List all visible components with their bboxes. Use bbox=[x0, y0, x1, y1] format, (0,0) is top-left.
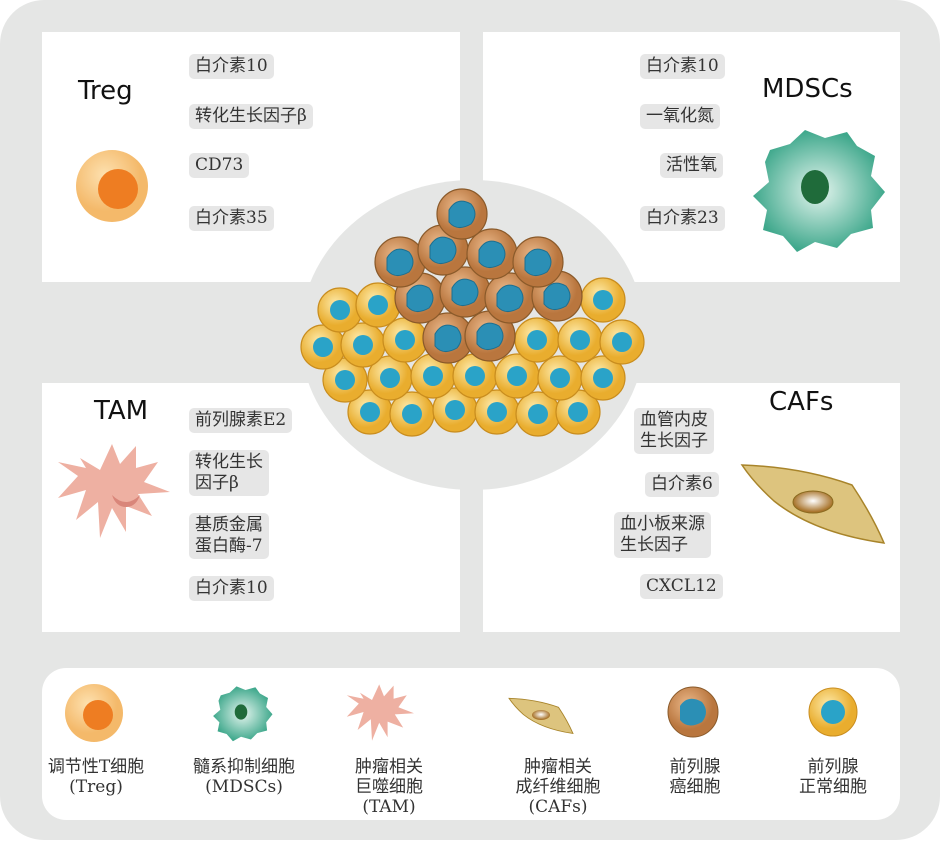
normal-cell bbox=[514, 317, 560, 363]
legend-panel bbox=[42, 668, 900, 820]
mdscs-tag: 活性氧 bbox=[660, 153, 723, 178]
cancer-cell bbox=[439, 266, 491, 318]
normal-cell-nucleus bbox=[527, 330, 547, 350]
cancer-cell-nucleus bbox=[496, 284, 524, 312]
normal-cell-nucleus bbox=[335, 370, 355, 390]
normal-cell bbox=[537, 355, 583, 401]
cafs-tag: 白介素6 bbox=[645, 472, 719, 497]
legend-treg-icon bbox=[65, 684, 123, 742]
normal-cell bbox=[382, 317, 428, 363]
normal-cell bbox=[580, 355, 626, 401]
normal-cell-nucleus bbox=[360, 402, 380, 422]
cancer-cell-nucleus bbox=[448, 200, 476, 228]
mdscs-tag: 一氧化氮 bbox=[640, 104, 720, 129]
cafs-tag: 血小板来源 生长因子 bbox=[614, 512, 711, 558]
legend-label: 肿瘤相关 成纤维细胞 (CAFs) bbox=[515, 757, 601, 817]
cafs-title: CAFs bbox=[769, 387, 834, 417]
normal-cell-nucleus bbox=[465, 366, 485, 386]
normal-cell-nucleus bbox=[487, 402, 507, 422]
legend-label: 前列腺 癌细胞 bbox=[669, 757, 721, 797]
cafs-tag: CXCL12 bbox=[640, 574, 723, 599]
mdscs-title: MDSCs bbox=[762, 74, 853, 104]
cancer-cell-nucleus bbox=[434, 324, 462, 352]
cancer-cell bbox=[374, 236, 426, 288]
cafs-tag: 血管内皮 生长因子 bbox=[634, 408, 714, 454]
legend-icons bbox=[65, 684, 858, 742]
mdscs-tag: 白介素23 bbox=[640, 206, 725, 231]
cancer-cell-nucleus bbox=[524, 248, 552, 276]
treg-title: Treg bbox=[78, 76, 133, 106]
normal-cell-nucleus bbox=[570, 330, 590, 350]
treg-tag: 转化生长因子β bbox=[189, 104, 313, 129]
treg-tag: 白介素35 bbox=[189, 206, 274, 231]
normal-cell-nucleus bbox=[507, 366, 527, 386]
normal-cell bbox=[599, 319, 645, 365]
legend-label: 前列腺 正常细胞 bbox=[799, 757, 867, 797]
legend-label: 髓系抑制细胞 (MDSCs) bbox=[193, 757, 295, 797]
normal-cell bbox=[555, 389, 601, 435]
normal-cell-nucleus bbox=[423, 366, 443, 386]
normal-cell-nucleus bbox=[380, 368, 400, 388]
tam-tag: 白介素10 bbox=[189, 576, 274, 601]
cancer-cell bbox=[466, 228, 518, 280]
cancer-cell-nucleus bbox=[386, 248, 414, 276]
tam-tag: 转化生长 因子β bbox=[189, 450, 269, 496]
legend-mdsc-icon bbox=[213, 686, 273, 742]
legend-tam-icon bbox=[346, 684, 414, 741]
normal-cell-nucleus bbox=[612, 332, 632, 352]
normal-cell-nucleus bbox=[528, 404, 548, 424]
cancer-cell-nucleus bbox=[429, 236, 457, 264]
normal-cell bbox=[355, 282, 401, 328]
mdsc-cell-icon bbox=[753, 130, 885, 252]
normal-cell bbox=[347, 389, 393, 435]
normal-cell-nucleus bbox=[550, 368, 570, 388]
treg-tag: 白介素10 bbox=[189, 54, 274, 79]
normal-cell-nucleus bbox=[353, 335, 373, 355]
normal-cell-nucleus bbox=[593, 368, 613, 388]
cancer-cell bbox=[512, 236, 564, 288]
cancer-cell-nucleus bbox=[406, 284, 434, 312]
cancer-cell-nucleus bbox=[543, 282, 571, 310]
normal-cell bbox=[389, 391, 435, 437]
treg-tag: CD73 bbox=[189, 153, 250, 178]
legend-label: 肿瘤相关 巨噬细胞 (TAM) bbox=[355, 757, 423, 817]
tumor-cell-cluster bbox=[300, 188, 645, 437]
legend-cancer-cell-icon bbox=[667, 686, 719, 738]
caf-cell-icon bbox=[740, 464, 886, 544]
normal-cell bbox=[557, 317, 603, 363]
normal-cell-nucleus bbox=[368, 295, 388, 315]
normal-cell-nucleus bbox=[593, 290, 613, 310]
tam-tag: 基质金属 蛋白酶-7 bbox=[189, 513, 269, 559]
mdscs-tag: 白介素10 bbox=[640, 54, 725, 79]
cancer-cell-nucleus bbox=[451, 278, 479, 306]
cancer-cell bbox=[422, 312, 474, 364]
normal-cell-nucleus bbox=[568, 402, 588, 422]
normal-cell-nucleus bbox=[445, 400, 465, 420]
normal-cell-nucleus bbox=[313, 337, 333, 357]
cancer-cell bbox=[464, 310, 516, 362]
tam-tag: 前列腺素E2 bbox=[189, 408, 293, 433]
normal-cell bbox=[432, 387, 478, 433]
cancer-cell-nucleus bbox=[478, 240, 506, 268]
legend-label: 调节性T细胞 (Treg) bbox=[47, 757, 145, 797]
cancer-cell bbox=[436, 188, 488, 240]
normal-cell-nucleus bbox=[330, 300, 350, 320]
normal-cell bbox=[317, 287, 363, 333]
legend-normal-cell-icon bbox=[808, 687, 858, 737]
cancer-cell-nucleus bbox=[476, 322, 504, 350]
tam-cell-icon bbox=[58, 444, 170, 538]
tam-title: TAM bbox=[94, 396, 149, 426]
treg-cell-icon bbox=[76, 150, 148, 222]
normal-cell bbox=[494, 353, 540, 399]
normal-cell-nucleus bbox=[395, 330, 415, 350]
normal-cell-nucleus bbox=[402, 404, 422, 424]
normal-cell bbox=[340, 322, 386, 368]
legend-caf-icon bbox=[508, 697, 574, 735]
normal-cell bbox=[580, 277, 626, 323]
